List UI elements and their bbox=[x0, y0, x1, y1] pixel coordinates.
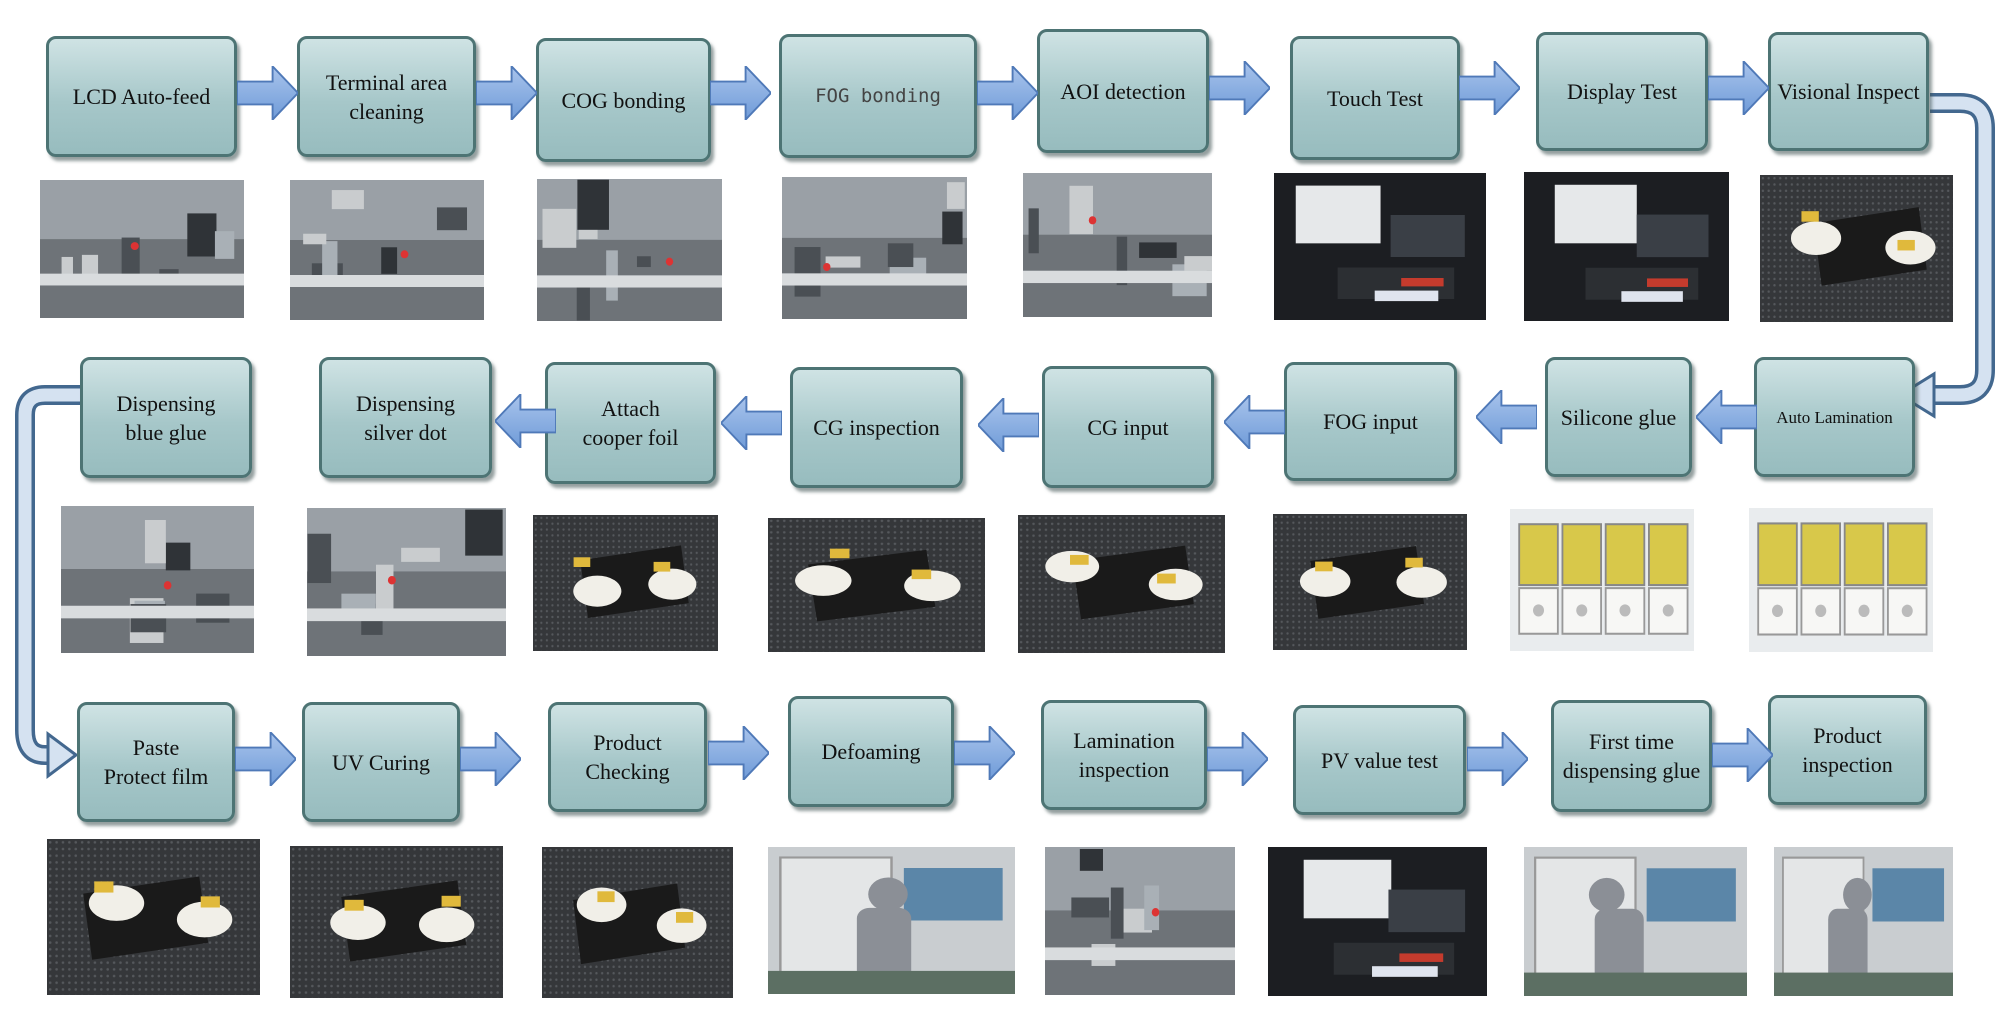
flow-arrow-left-icon bbox=[1694, 387, 1758, 447]
connector-row2-to-row3-head bbox=[46, 731, 79, 779]
flow-arrow-left-icon bbox=[1474, 387, 1538, 447]
step-box: Product inspection bbox=[1768, 695, 1927, 805]
flow-arrow-right-icon bbox=[236, 63, 300, 123]
step-photo bbox=[47, 839, 260, 995]
step-photo bbox=[1045, 847, 1235, 995]
step-photo bbox=[1023, 173, 1212, 317]
step-box: Dispensing blue glue bbox=[80, 357, 252, 478]
step-photo bbox=[290, 180, 484, 320]
step-box: First time dispensing glue bbox=[1551, 700, 1712, 812]
flow-arrow-right-icon bbox=[1458, 58, 1522, 118]
flow-arrow-left-icon bbox=[719, 393, 783, 453]
step-box: Silicone glue bbox=[1545, 357, 1692, 477]
step-box: Defoaming bbox=[788, 696, 954, 807]
flow-arrow-right-icon bbox=[475, 63, 539, 123]
step-photo bbox=[1760, 175, 1953, 322]
flow-arrow-left-icon bbox=[976, 395, 1040, 455]
step-photo bbox=[1268, 847, 1487, 996]
step-photo bbox=[542, 847, 733, 998]
connector-row1-to-row2-head bbox=[1897, 371, 1936, 419]
step-photo bbox=[61, 506, 254, 653]
step-box: AOI detection bbox=[1037, 29, 1209, 153]
step-photo bbox=[1273, 514, 1467, 650]
step-photo bbox=[290, 846, 503, 998]
flow-arrow-right-icon bbox=[953, 723, 1017, 783]
step-photo bbox=[782, 177, 967, 319]
step-box: FOG bonding bbox=[779, 34, 977, 158]
flow-arrow-right-icon bbox=[459, 729, 523, 789]
step-photo bbox=[307, 508, 506, 656]
step-box: CG input bbox=[1042, 366, 1214, 488]
flow-arrow-right-icon bbox=[1711, 725, 1775, 785]
flow-arrow-right-icon bbox=[1466, 729, 1530, 789]
step-photo bbox=[1774, 847, 1953, 996]
flow-arrow-right-icon bbox=[234, 729, 298, 789]
step-box: LCD Auto-feed bbox=[46, 36, 237, 157]
step-box: Paste Protect film bbox=[77, 702, 235, 822]
step-photo bbox=[1524, 847, 1747, 996]
step-box: Attach cooper foil bbox=[545, 362, 716, 484]
flow-arrow-left-icon bbox=[1222, 392, 1286, 452]
step-photo bbox=[1749, 508, 1933, 652]
step-box: PV value test bbox=[1293, 705, 1466, 815]
flow-arrow-right-icon bbox=[1206, 729, 1270, 789]
step-box: Visional Inspect bbox=[1768, 32, 1929, 151]
flow-arrow-right-icon bbox=[709, 63, 773, 123]
step-box: Lamination inspection bbox=[1041, 700, 1207, 810]
flow-arrow-right-icon bbox=[1208, 58, 1272, 118]
flow-arrow-left-icon bbox=[493, 391, 557, 451]
step-photo bbox=[533, 515, 718, 651]
step-photo bbox=[768, 518, 985, 652]
step-photo bbox=[768, 847, 1015, 994]
step-photo bbox=[40, 180, 244, 318]
step-box: Dispensing silver dot bbox=[319, 357, 492, 478]
flow-arrow-right-icon bbox=[707, 723, 771, 783]
step-box: Product Checking bbox=[548, 702, 707, 812]
step-box: COG bonding bbox=[536, 38, 711, 162]
step-photo bbox=[537, 179, 722, 321]
step-box: Terminal area cleaning bbox=[297, 36, 476, 157]
step-box: Touch Test bbox=[1290, 36, 1460, 160]
step-box: CG inspection bbox=[790, 367, 963, 488]
step-box: Auto Lamination bbox=[1754, 357, 1915, 477]
step-photo bbox=[1510, 509, 1694, 651]
step-photo bbox=[1524, 172, 1729, 321]
flow-arrow-right-icon bbox=[976, 63, 1040, 123]
flow-arrow-right-icon bbox=[1707, 58, 1771, 118]
step-photo bbox=[1018, 515, 1225, 653]
step-photo bbox=[1274, 173, 1486, 320]
step-box: Display Test bbox=[1536, 32, 1708, 151]
step-box: FOG input bbox=[1284, 362, 1457, 481]
step-box: UV Curing bbox=[302, 702, 460, 822]
